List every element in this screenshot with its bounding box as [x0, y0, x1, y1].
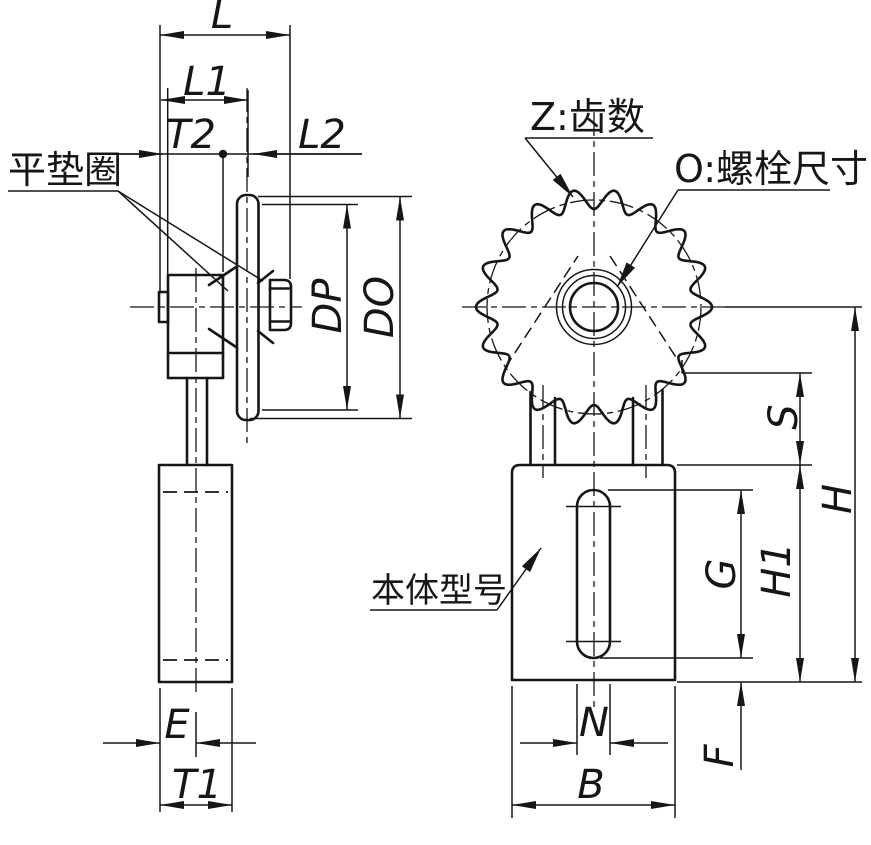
hidden-nut-flat [609, 255, 684, 369]
left-view-centerlines [130, 88, 302, 692]
bolt-outer-circle [561, 274, 627, 340]
bolt-callout: O:螺栓尺寸 [616, 147, 868, 288]
hidden-nut-flat [504, 255, 579, 369]
dim-DP-DO: DP DO [250, 195, 412, 420]
dim-DO-label: DO [357, 276, 403, 338]
left-view: L L1 T2 L2 平垫圈 [8, 0, 412, 812]
sprocket-outline [474, 189, 714, 425]
dim-B: B [512, 762, 675, 810]
dim-N: N [520, 700, 668, 748]
washer-callout-label: 平垫圈 [8, 148, 122, 192]
body-callout: 本体型号 [370, 547, 542, 611]
bolt-washer-circle [555, 268, 633, 346]
right-extension-lines [511, 306, 862, 818]
dim-H: H [815, 307, 861, 682]
bolt-head-side [268, 278, 293, 332]
dim-L: L [159, 0, 291, 292]
dim-S-label: S [761, 404, 807, 429]
dim-E-label: E [164, 702, 190, 748]
dim-E-T1: E T1 [103, 688, 256, 812]
dim-origin-dot [218, 149, 228, 159]
teeth-callout-label: Z:齿数 [530, 95, 645, 139]
body-outline [510, 463, 677, 682]
right-view: Z:齿数 O:螺栓尺寸 本体型号 [370, 95, 868, 818]
dim-H1-label: H1 [754, 542, 800, 598]
washer-callout: 平垫圈 [8, 148, 264, 292]
dim-T2-label: T2 [166, 112, 216, 158]
dim-B-label: B [577, 762, 604, 808]
body-callout-label: 本体型号 [371, 571, 507, 611]
teeth-callout: Z:齿数 [524, 95, 653, 198]
dim-F: F [697, 682, 746, 770]
dim-L2-label: L2 [298, 112, 346, 158]
dim-L-label: L [211, 0, 233, 38]
dim-S: S [761, 373, 807, 465]
tensioner-side-outline [157, 193, 293, 684]
dim-G: G [699, 490, 746, 658]
dim-L1-label: L1 [183, 59, 231, 105]
pitch-circle [486, 199, 702, 415]
dim-N-label: N [579, 700, 609, 746]
dim-H1: H1 [754, 465, 805, 682]
fork-prongs [529, 388, 664, 467]
dim-H-label: H [815, 484, 861, 514]
dim-G-label: G [699, 559, 745, 590]
bolt-callout-label: O:螺栓尺寸 [674, 147, 868, 191]
dim-DP-label: DP [305, 278, 351, 334]
dim-T1-label: T1 [172, 762, 222, 808]
dim-T2-L2: T2 L2 [108, 112, 362, 272]
bolt-hole-circle [568, 281, 620, 333]
sprocket-disc-side [235, 193, 260, 422]
right-view-centerlines [462, 112, 730, 708]
dim-F-label: F [697, 744, 743, 768]
dim-L1: L1 [161, 59, 249, 177]
